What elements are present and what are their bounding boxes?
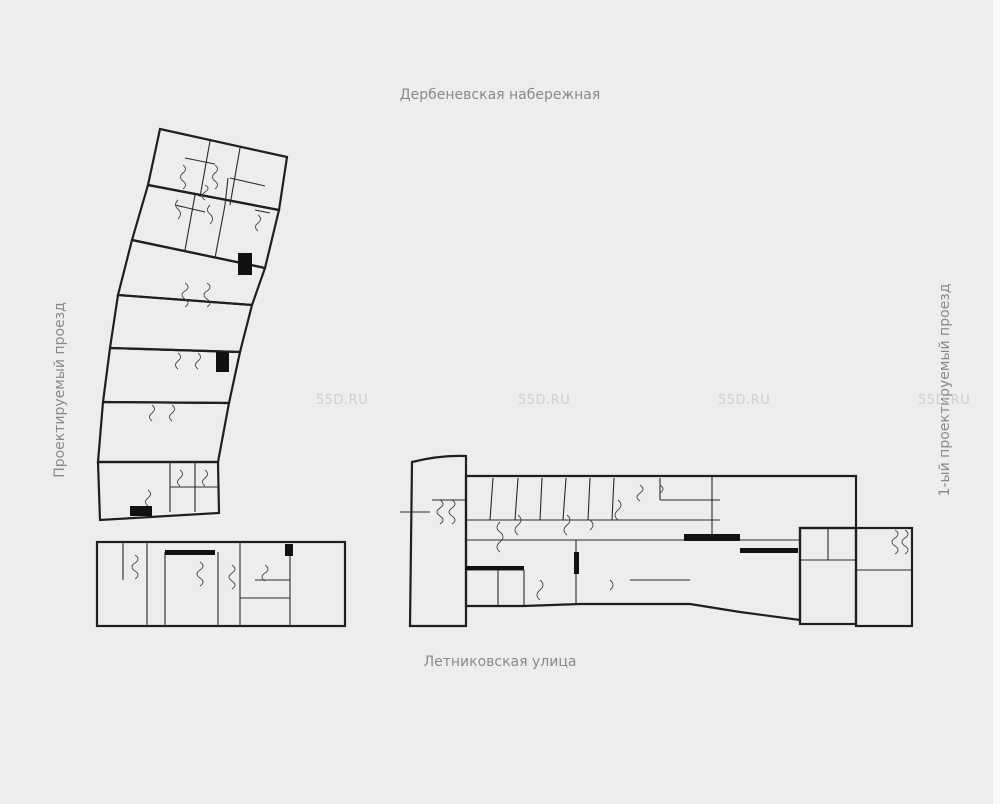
street-label-top: Дербеневская набережная <box>399 87 601 103</box>
wing-core-1 <box>238 253 252 275</box>
watermark: 55D.RU <box>316 393 369 408</box>
street-label-right: 1-ый проектируемый проезд <box>937 283 953 497</box>
main-core-3 <box>466 566 524 570</box>
right-complex <box>400 454 914 628</box>
left-building-outline <box>95 540 347 628</box>
wing-partitions <box>145 140 271 512</box>
left-core-1 <box>165 550 215 555</box>
watermark: 55D.RU <box>718 393 771 408</box>
main-core-4 <box>574 552 579 574</box>
west-tower-outline <box>408 454 468 628</box>
street-label-bottom: Летниковская улица <box>423 654 577 670</box>
street-label-left: Проектируемый проезд <box>52 302 68 478</box>
wing-core-3 <box>130 506 152 516</box>
wing-core-2 <box>216 352 229 372</box>
left-lower-building <box>95 540 347 628</box>
watermark: 55D.RU <box>918 393 971 408</box>
wing-segment-7 <box>96 460 221 522</box>
east-annex-2 <box>854 526 914 628</box>
main-core-1 <box>684 534 740 541</box>
page-edge-strip <box>993 0 1000 804</box>
wing-segment-4 <box>108 293 254 354</box>
left-core-2 <box>285 544 293 556</box>
main-core-2 <box>740 548 798 553</box>
wing-segment-6 <box>96 400 231 464</box>
north-wing <box>96 127 289 522</box>
main-body-outline <box>464 474 858 622</box>
watermark: 55D.RU <box>518 393 571 408</box>
